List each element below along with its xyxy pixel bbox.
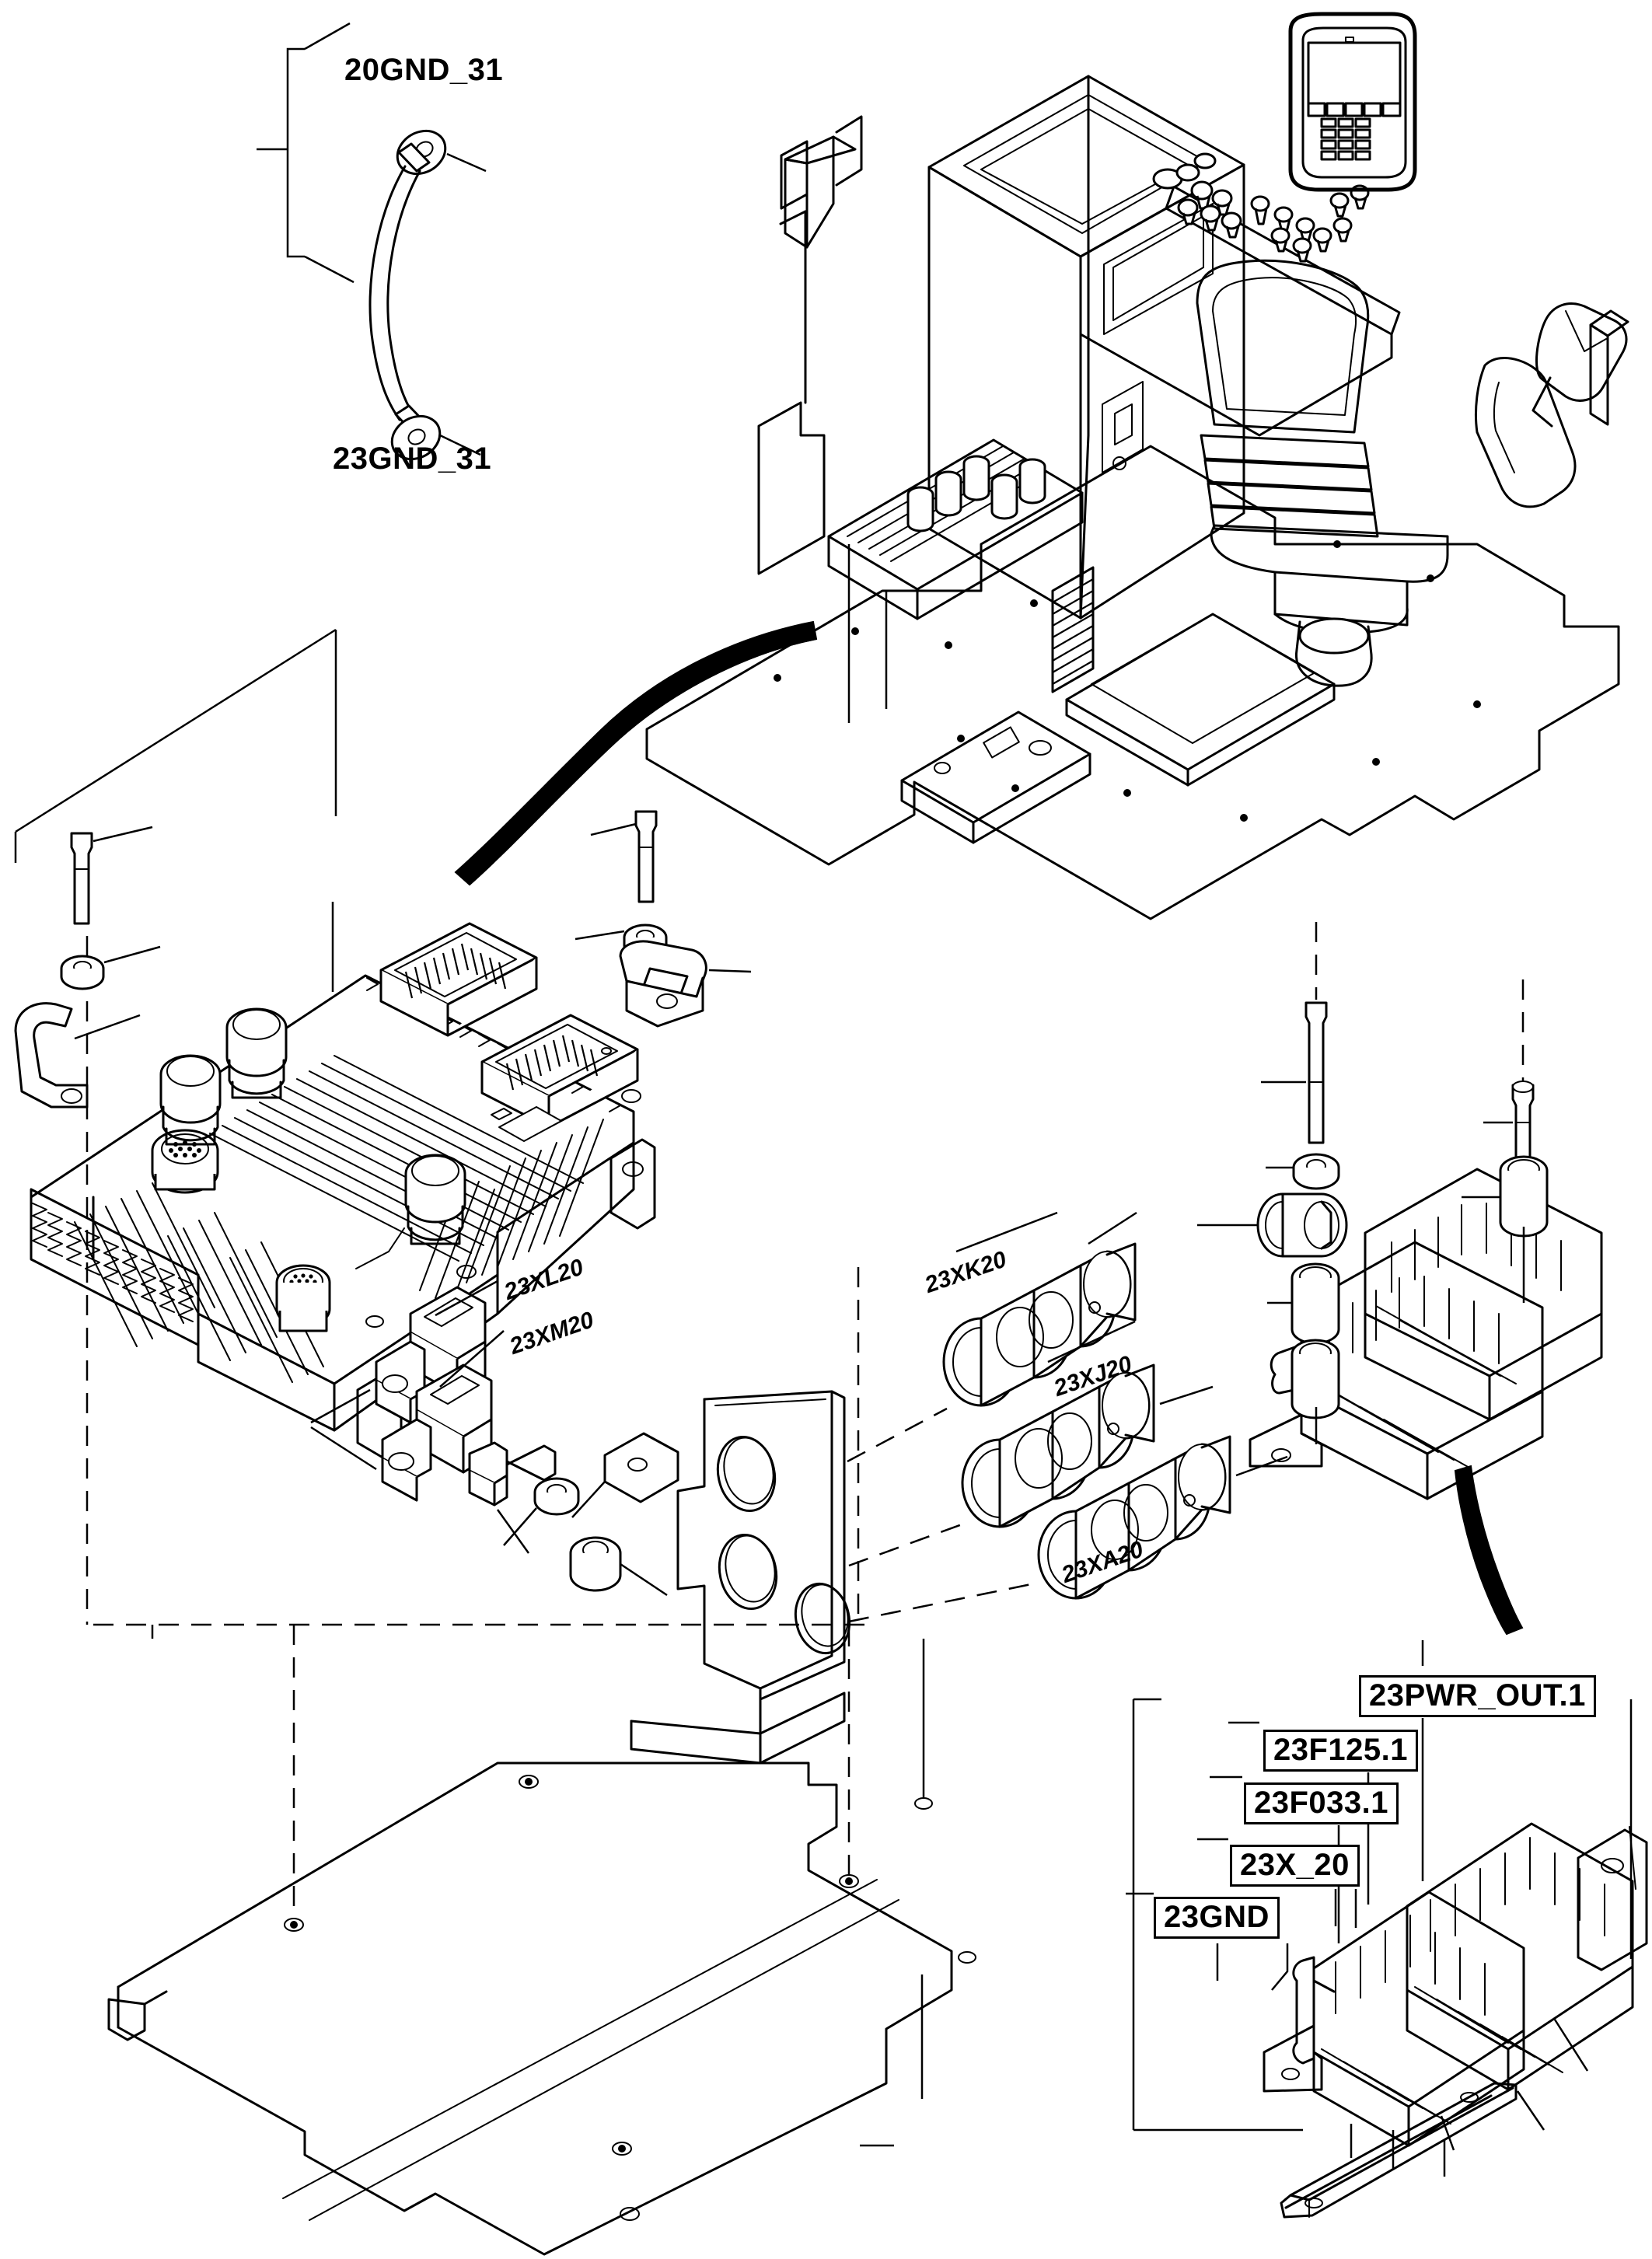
flat-washer-left (60, 945, 161, 990)
mounting-bolt-relay-left (1261, 1001, 1328, 1144)
fuse-block-group-frame (1132, 1698, 1633, 2132)
callout-23gnd: 23GND (1154, 1897, 1280, 1939)
cab-internal-module (827, 438, 1084, 723)
grommet-relay (1244, 1192, 1348, 1258)
display-monitor (1288, 12, 1417, 192)
valve-solenoid-connector (310, 1286, 493, 1502)
relay-block-hardware (1197, 922, 1549, 1444)
cab-circuit-board (900, 711, 1091, 844)
boxed-callout-leaders (1126, 1640, 1424, 1991)
ecu-circular-connectors (151, 1007, 466, 1332)
ecu-header-connector-upper (379, 922, 538, 1037)
misc-leaders (151, 902, 1136, 1639)
circular-connector-xk20 (942, 1211, 1137, 1407)
dash-switches (1152, 152, 1370, 263)
main-harness-cable (454, 620, 818, 886)
small-hardware-group (468, 1432, 679, 1597)
cable-clamp-left (14, 1002, 141, 1109)
joystick-console (1475, 302, 1629, 508)
cab-module-cylinders (906, 455, 1046, 532)
callout-23pwr-out-1: 23PWR_OUT.1 (1359, 1675, 1596, 1717)
flat-washer-relay (1266, 1153, 1340, 1190)
circular-connector-xj20 (961, 1363, 1214, 1528)
circular-connector-group (847, 1211, 1288, 1623)
ground-cable-group-bracket (257, 22, 354, 284)
bulkhead-bracket (630, 1390, 851, 1765)
ecu-header-connector-lower (480, 1014, 639, 1129)
operator-seat (1196, 259, 1449, 687)
spacer-bushing-right (1462, 1155, 1549, 1238)
callout-23x-20: 23X_20 (1230, 1845, 1360, 1887)
callout-23f125-1: 23F125.1 (1263, 1730, 1419, 1772)
mounting-bolt-center (590, 810, 658, 903)
base-mounting-plate (107, 1625, 976, 2256)
operator-cab-assembly (645, 12, 1629, 920)
circular-connector-xa20 (1037, 1435, 1288, 1600)
ecu-mounting-hardware (14, 810, 752, 1109)
mounting-bolt-left (70, 826, 153, 925)
callout-23f033-1: 23F033.1 (1244, 1782, 1399, 1824)
cable-clamp-center (619, 940, 752, 1028)
callout-23gnd-31: 23GND_31 (333, 442, 492, 476)
din-rail (1280, 2082, 1518, 2219)
callout-20gnd-31: 20GND_31 (344, 53, 504, 87)
fuse-ground-block-stack (1263, 1822, 1648, 2177)
ground-cable-assembly (368, 129, 487, 461)
